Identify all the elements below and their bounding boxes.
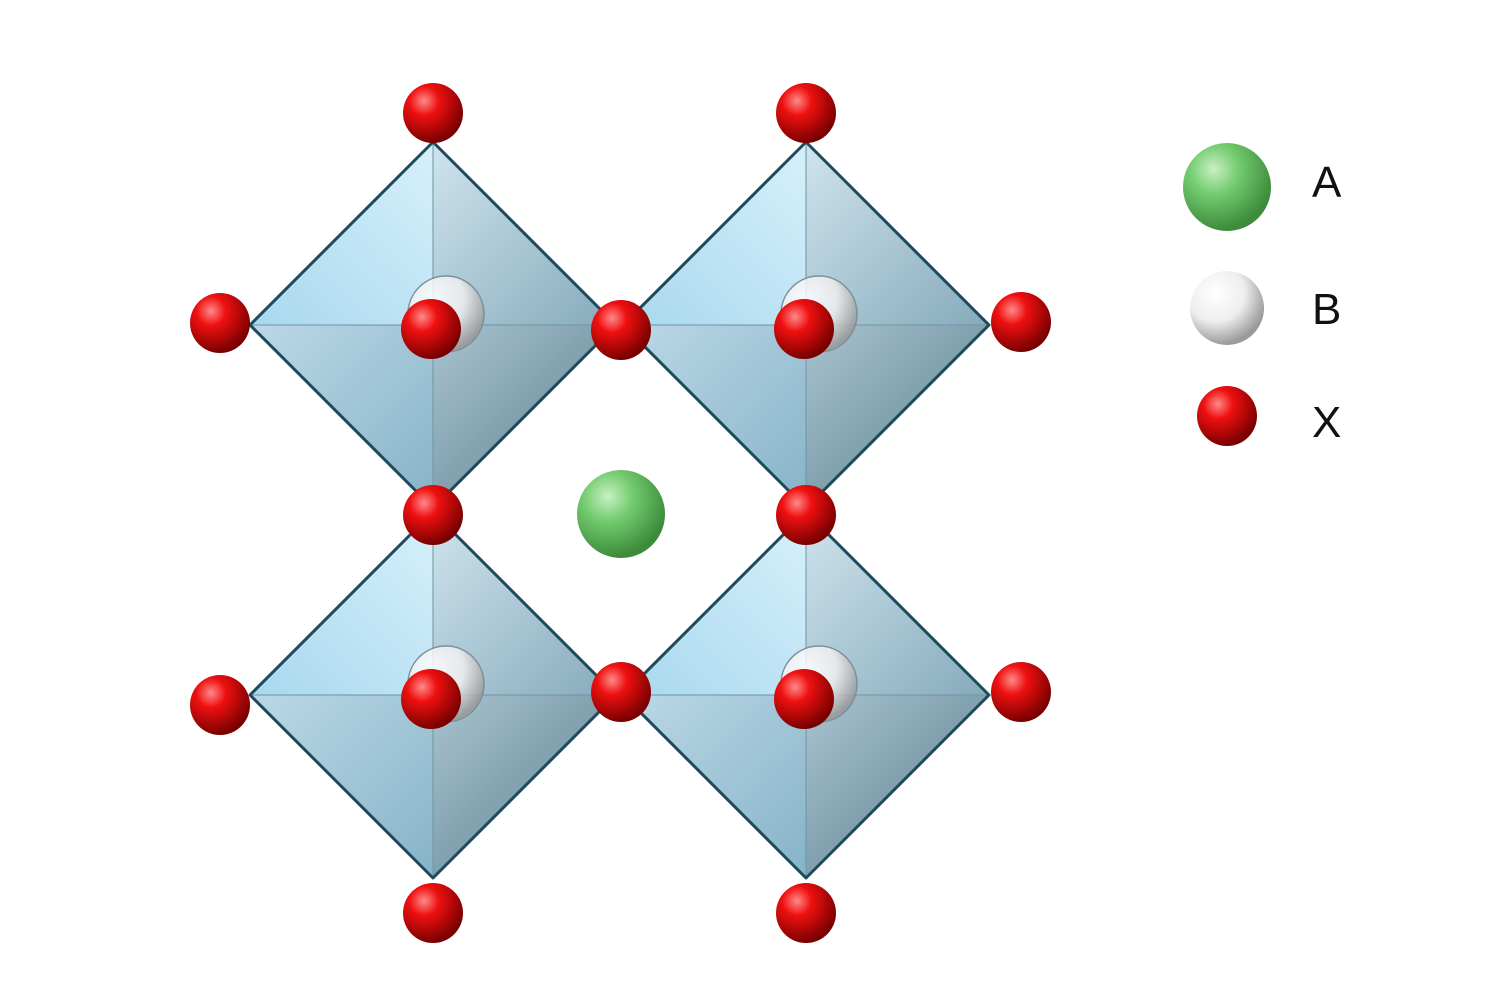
legend-a-sphere-icon bbox=[1183, 143, 1271, 231]
x-site-atom bbox=[776, 485, 836, 545]
octahedron bbox=[621, 510, 991, 880]
x-site-atom bbox=[776, 883, 836, 943]
octahedron-outline bbox=[621, 510, 991, 880]
x-site-atom bbox=[190, 675, 250, 735]
octahedron bbox=[621, 140, 991, 510]
legend-b-sphere-icon bbox=[1190, 271, 1264, 345]
x-site-atom bbox=[591, 300, 651, 360]
atoms-layer bbox=[190, 83, 1051, 943]
legend-x-sphere-icon bbox=[1197, 386, 1257, 446]
x-site-atom bbox=[774, 299, 834, 359]
x-site-atom bbox=[591, 662, 651, 722]
x-site-atom bbox=[991, 292, 1051, 352]
x-site-atom bbox=[776, 83, 836, 143]
x-site-atom bbox=[403, 485, 463, 545]
legend: A B X bbox=[1183, 143, 1342, 447]
legend-label-x: X bbox=[1312, 398, 1341, 447]
x-site-atom bbox=[190, 293, 250, 353]
a-site-atom bbox=[577, 470, 665, 558]
legend-label-a: A bbox=[1312, 158, 1342, 207]
x-site-atom bbox=[991, 662, 1051, 722]
x-site-atom bbox=[403, 83, 463, 143]
x-site-atom bbox=[401, 669, 461, 729]
octahedra-layer bbox=[248, 140, 991, 880]
octahedron bbox=[248, 510, 618, 880]
x-site-atom bbox=[403, 883, 463, 943]
x-site-atom bbox=[774, 669, 834, 729]
x-site-atom bbox=[401, 299, 461, 359]
legend-label-b: B bbox=[1312, 285, 1341, 334]
octahedron bbox=[248, 140, 618, 510]
octahedron-outline bbox=[248, 510, 618, 880]
